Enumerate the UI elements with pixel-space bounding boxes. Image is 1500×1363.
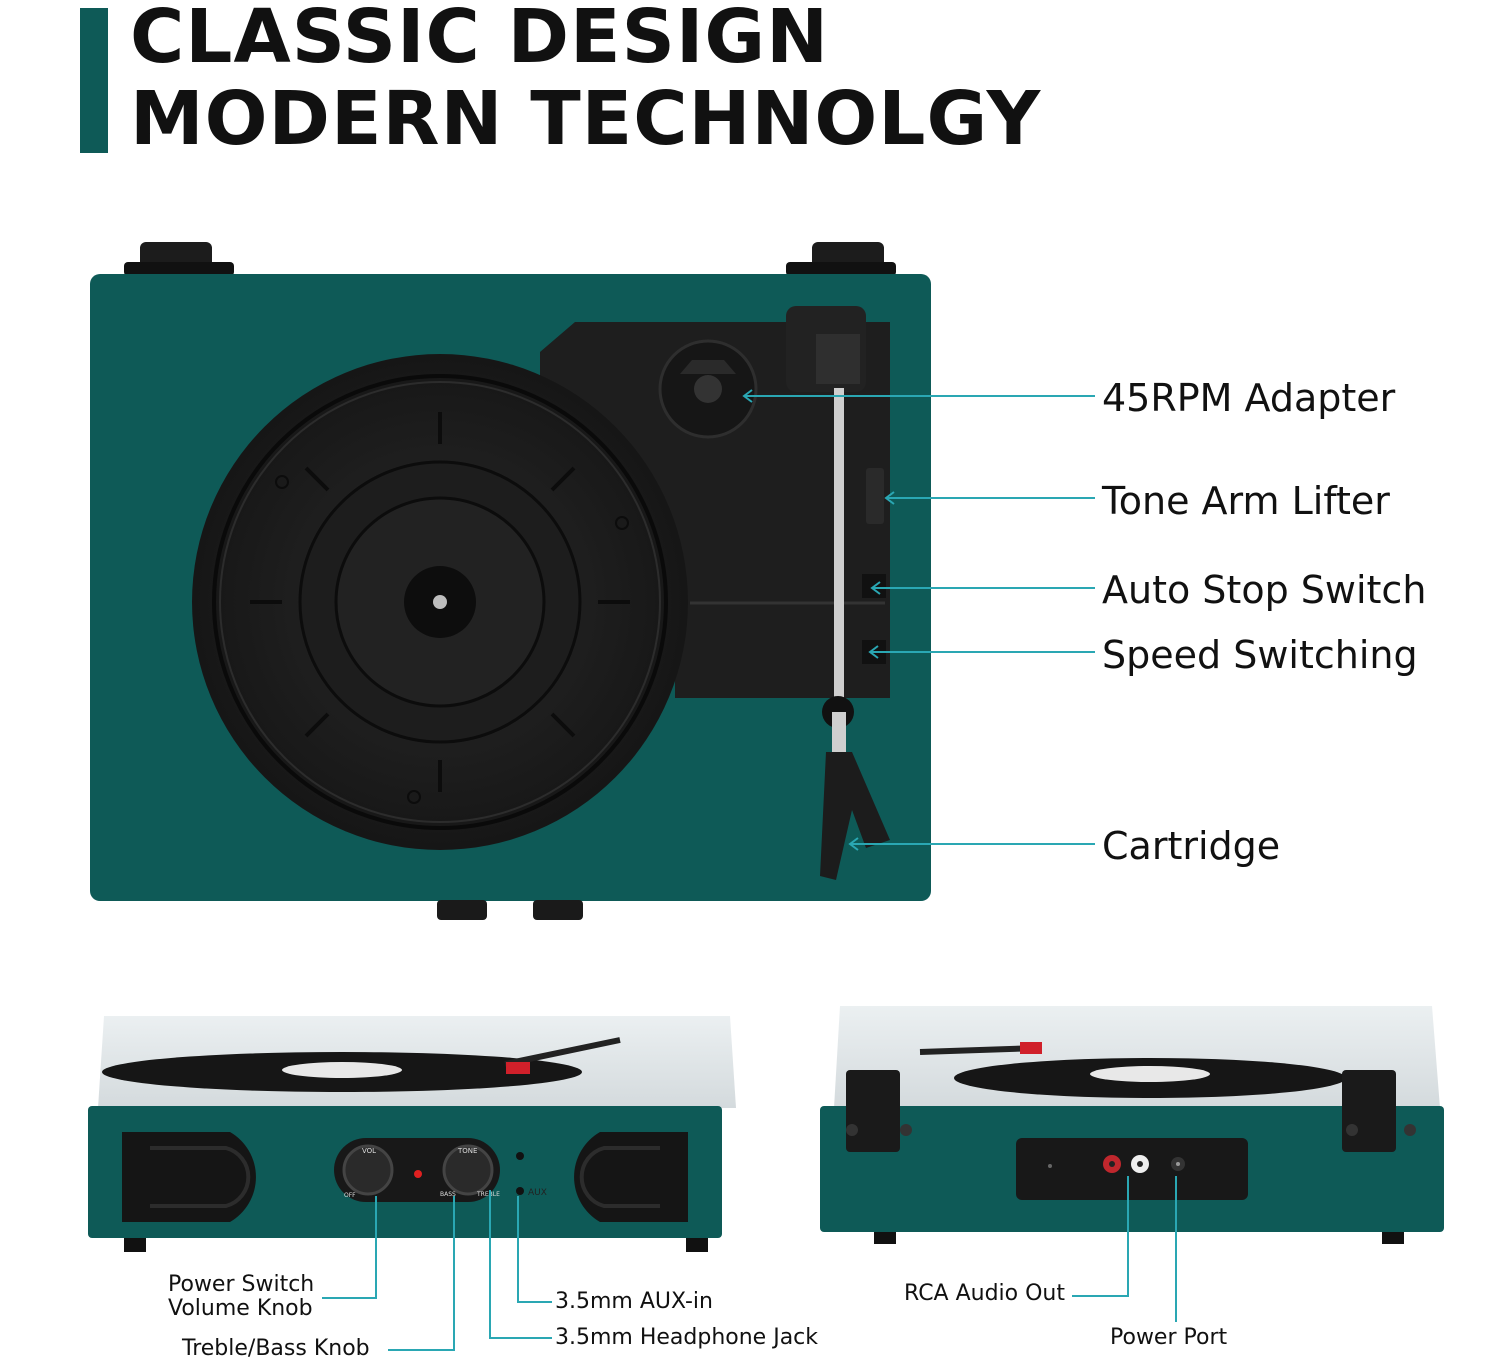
knob-label-vol: VOL: [362, 1147, 376, 1155]
tonearm-lifter: [866, 468, 884, 524]
speaker-right: [574, 1132, 688, 1222]
callout-leaders: [742, 389, 1095, 851]
label-rca-audio-out: RCA Audio Out: [904, 1281, 1066, 1306]
cartridge: [820, 752, 890, 880]
volume-knob: [342, 1144, 394, 1196]
label-aux-in: 3.5mm AUX-in: [555, 1289, 713, 1314]
power-led: [414, 1170, 422, 1178]
knob-label-tone: TONE: [457, 1147, 477, 1155]
knob-label-bass: BASS: [440, 1191, 456, 1198]
headline-line-1: CLASSIC DESIGN: [130, 0, 830, 80]
speaker-left: [122, 1132, 256, 1222]
front-knob-left: [437, 900, 487, 920]
callout-auto-stop-switch: Auto Stop Switch: [1102, 568, 1427, 612]
callout-speed-switching: Speed Switching: [1102, 633, 1418, 677]
label-treble-bass-knob: Treble/Bass Knob: [182, 1336, 370, 1361]
spindle: [433, 595, 447, 609]
label-headphone-jack: 3.5mm Headphone Jack: [555, 1325, 819, 1350]
knob-label-off: OFF: [344, 1192, 356, 1199]
back-hinge-left: [846, 1070, 900, 1152]
treble-bass-knob: [442, 1144, 494, 1196]
aux-jack: [516, 1187, 524, 1195]
callout-cartridge: Cartridge: [1102, 824, 1281, 868]
headline-line-2: MODERN TECHNOLGY: [130, 76, 1042, 162]
tonearm: [834, 388, 844, 708]
back-hinge-right: [1342, 1070, 1396, 1152]
aux-small-label: AUX: [528, 1188, 547, 1198]
callout-tone-arm-lifter: Tone Arm Lifter: [1102, 479, 1390, 523]
label-power-port: Power Port: [1110, 1325, 1228, 1350]
knob-label-treble: TREBLE: [476, 1191, 500, 1198]
label-power-switch: Power Switch: [168, 1272, 315, 1297]
headline-accent-bar: [80, 8, 108, 153]
callout-45rpm-adapter: 45RPM Adapter: [1102, 376, 1396, 420]
back-view-turntable: [820, 1006, 1444, 1244]
label-volume-knob: Volume Knob: [168, 1296, 313, 1321]
top-view-turntable: [90, 242, 931, 920]
front-view-turntable: VOL TONE OFF BASS TREBLE AUX: [88, 1016, 736, 1252]
back-io-panel: [1016, 1138, 1248, 1200]
front-knob-right: [533, 900, 583, 920]
headphone-jack: [516, 1152, 524, 1160]
